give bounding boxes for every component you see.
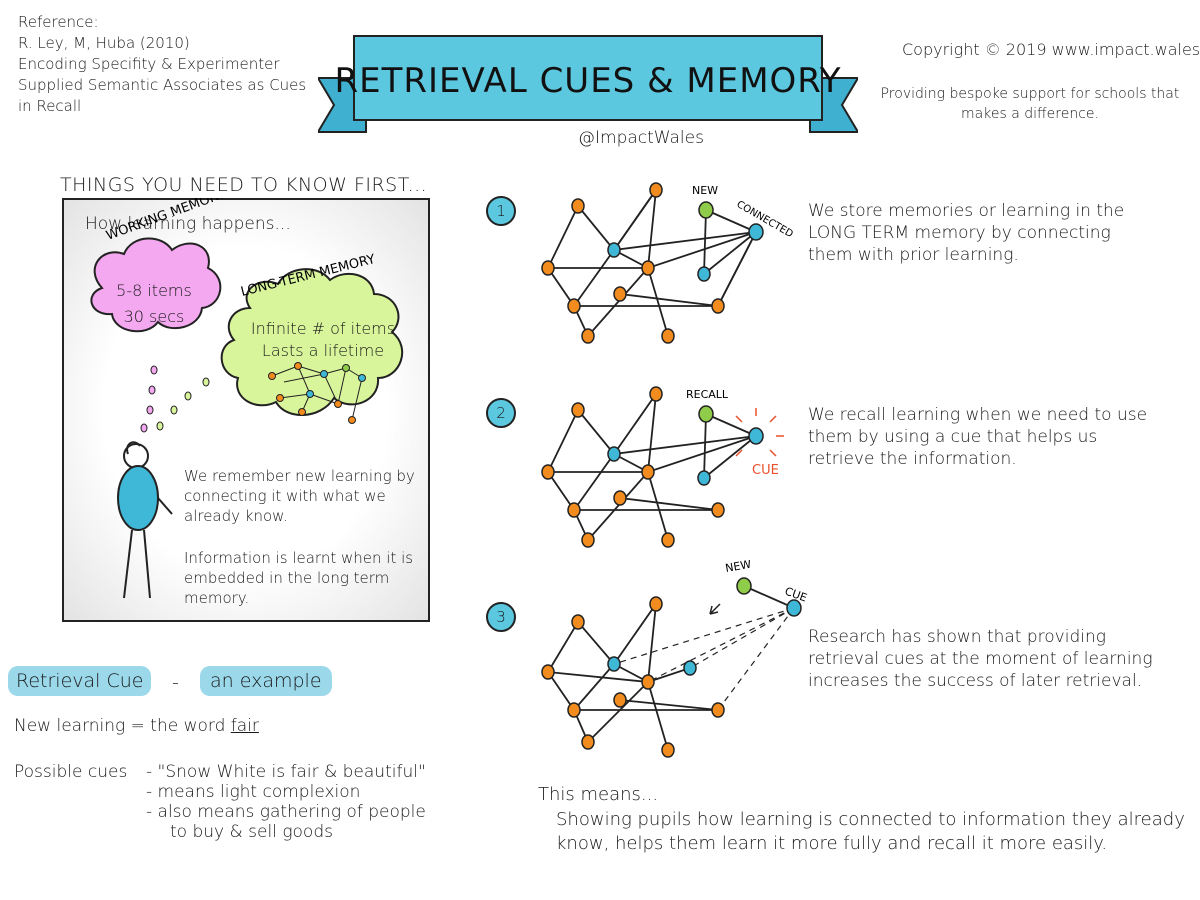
conclusion-lead: This means...	[538, 784, 659, 805]
working-memory-time: 30 secs	[123, 307, 185, 326]
step-3-number: 3	[486, 602, 516, 632]
retrieval-cue-subtitle: an example	[200, 666, 332, 696]
retrieval-cue-label: Retrieval Cue	[8, 666, 152, 696]
retrieval-cue-separator: -	[172, 672, 179, 694]
step-2-network: RECALL CUE	[541, 386, 784, 548]
ltm-capacity: Infinite # of items	[250, 319, 396, 338]
copyright-notice: Copyright © 2019 www.impact.wales	[902, 40, 1200, 59]
panel-illustration: WORKING MEMORY LONG-TERM MEMORY	[90, 198, 404, 599]
conclusion-text: Showing pupils how learning is connected…	[556, 809, 1185, 854]
cue-item: - "Snow White is fair & beautiful"	[146, 762, 426, 782]
long-term-memory-details: Infinite # of items Lasts a lifetime	[248, 318, 398, 362]
working-memory-details: 5-8 items 30 secs	[94, 278, 214, 330]
panel-note-embedded: Information is learnt when it is embedde…	[184, 549, 414, 607]
reference-line: Encoding Specifity & Experimenter	[18, 55, 280, 73]
step-2-number: 2	[486, 398, 516, 428]
working-memory-items: 5-8 items	[116, 281, 192, 300]
step-3-text: Research has shown that providing retrie…	[808, 627, 1153, 691]
twitter-handle: @ImpactWales	[578, 128, 704, 148]
person-figure	[117, 441, 173, 599]
tagline: Providing bespoke support for schools th…	[880, 86, 1180, 122]
new-learning-word: fair	[230, 716, 259, 736]
step-1-number: 1	[486, 196, 516, 226]
step-3-network: NEW CUE	[541, 560, 809, 758]
thought-dots	[140, 365, 210, 433]
recall-node-label: RECALL	[686, 388, 729, 401]
cue-item: - means light complexion	[146, 782, 361, 802]
cue-node-label: CUE	[752, 463, 779, 478]
reference-line: Reference:	[18, 13, 99, 31]
cue-item: to buy & sell goods	[170, 822, 333, 842]
working-memory-cloud	[90, 237, 222, 333]
reference-line: in Recall	[18, 97, 82, 115]
new-learning-line: New learning = the word fair	[14, 716, 259, 736]
title-banner: RETRIEVAL CUES & MEMORY	[318, 35, 858, 133]
mini-network-nodes	[268, 362, 366, 424]
how-learning-heading: How learning happens...	[85, 214, 291, 234]
working-memory-label: WORKING MEMORY	[104, 198, 227, 244]
step-1-network: NEW CONNECTED	[541, 182, 795, 344]
panel-note-connect: We remember new learning by connecting i…	[184, 467, 415, 525]
new-learning-prefix: New learning = the word	[14, 716, 226, 736]
ltm-duration: Lasts a lifetime	[261, 341, 385, 360]
reference-block: Reference: R. Ley, M, Huba (2010) Encodi…	[18, 12, 338, 117]
step-1-text: We store memories or learning in the LON…	[808, 201, 1125, 265]
reference-line: Supplied Semantic Associates as Cues	[18, 76, 307, 94]
new-node-label-3: NEW	[724, 560, 752, 575]
long-term-memory-cloud	[220, 268, 404, 416]
reference-line: R. Ley, M, Huba (2010)	[18, 34, 190, 52]
step-2-text: We recall learning when we need to use t…	[808, 405, 1148, 469]
cue-item: - also means gathering of people	[146, 802, 426, 822]
things-heading: THINGS YOU NEED TO KNOW FIRST...	[60, 174, 428, 196]
possible-cues-label: Possible cues	[14, 762, 128, 782]
new-node-label: NEW	[692, 184, 718, 197]
possible-cues-list: - "Snow White is fair & beautiful" - mea…	[146, 762, 426, 842]
page-title: RETRIEVAL CUES & MEMORY	[334, 61, 841, 101]
